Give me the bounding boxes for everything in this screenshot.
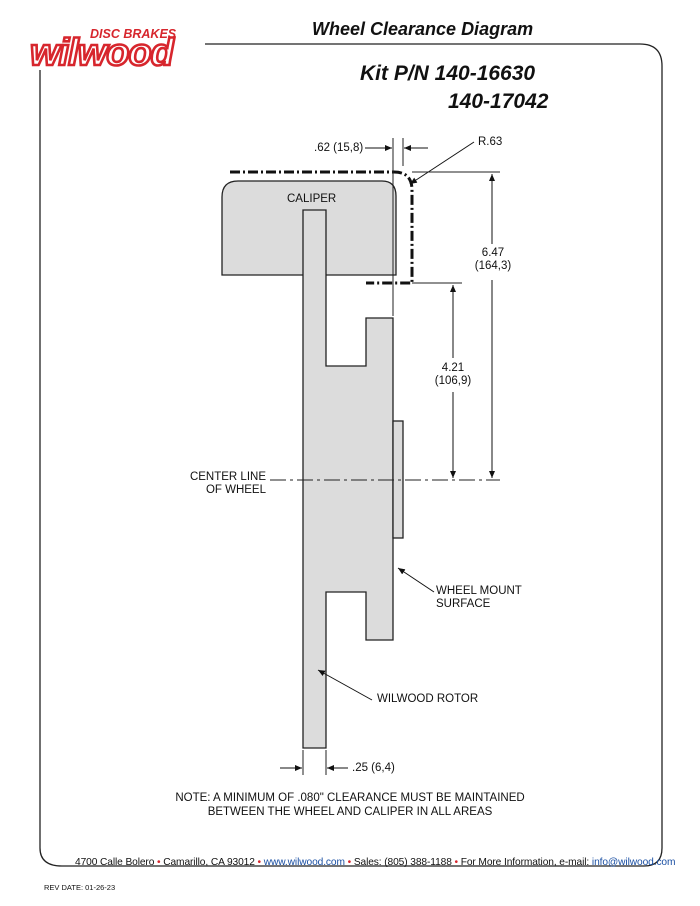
kit-part-number-1: Kit P/N 140-16630 bbox=[360, 62, 536, 85]
note-line-2: BETWEEN THE WHEEL AND CALIPER IN ALL ARE… bbox=[207, 806, 493, 818]
centerline-label-2: OF WHEEL bbox=[205, 484, 266, 496]
revision-date: REV DATE: 01-26-23 bbox=[44, 883, 116, 892]
radius-leader bbox=[409, 141, 475, 185]
dim-421-value: 4.21 bbox=[441, 362, 465, 374]
dim-647-metric: (164,3) bbox=[474, 260, 512, 272]
footer-sales: Sales: (805) 388-1188 bbox=[353, 857, 452, 868]
caliper-label: CALIPER bbox=[287, 193, 337, 205]
dim-062-label: .62 (15,8) bbox=[314, 142, 364, 154]
radius-label: R.63 bbox=[478, 136, 503, 148]
logo-disc-brakes: DISC BRAKES bbox=[90, 27, 177, 41]
wheel-mount-label-1: WHEEL MOUNT bbox=[436, 585, 522, 597]
wheel-envelope-line bbox=[230, 170, 414, 285]
footer-separator: • bbox=[347, 857, 352, 868]
footer-email-link[interactable]: info@wilwood.com bbox=[591, 857, 676, 868]
footer-website-link[interactable]: www.wilwood.com bbox=[263, 857, 345, 868]
dim-025-label: .25 (6,4) bbox=[352, 762, 395, 774]
footer-contact: 4700 Calle Bolero • Camarillo, CA 93012 … bbox=[75, 857, 675, 868]
wilwood-logo: DISC BRAKES wilwood bbox=[29, 27, 177, 75]
note-line-1: NOTE: A MINIMUM OF .080" CLEARANCE MUST … bbox=[175, 792, 525, 804]
footer-info-label: For More Information, e-mail: bbox=[460, 857, 590, 868]
footer-address: 4700 Calle Bolero bbox=[75, 857, 155, 868]
logo-wordmark: wilwood bbox=[30, 32, 175, 74]
rotor-leader bbox=[317, 669, 373, 701]
wheel-mount-label-2: SURFACE bbox=[436, 598, 491, 610]
clearance-note: NOTE: A MINIMUM OF .080" CLEARANCE MUST … bbox=[0, 791, 700, 819]
dim-421-metric: (106,9) bbox=[434, 375, 472, 387]
rotor-shape bbox=[302, 209, 394, 749]
footer-separator: • bbox=[257, 857, 262, 868]
footer-separator: • bbox=[454, 857, 459, 868]
kit-part-number-2: 140-17042 bbox=[448, 90, 549, 113]
wheel-mount-leader bbox=[397, 567, 435, 593]
page-frame bbox=[39, 43, 663, 867]
footer-city: Camarillo, CA 93012 bbox=[163, 857, 255, 868]
dim-647-value: 6.47 bbox=[481, 247, 505, 259]
footer-separator: • bbox=[157, 857, 161, 868]
diagram-title: Wheel Clearance Diagram bbox=[312, 19, 534, 39]
centerline-label-1: CENTER LINE bbox=[189, 471, 266, 483]
rotor-label: WILWOOD ROTOR bbox=[377, 693, 479, 705]
